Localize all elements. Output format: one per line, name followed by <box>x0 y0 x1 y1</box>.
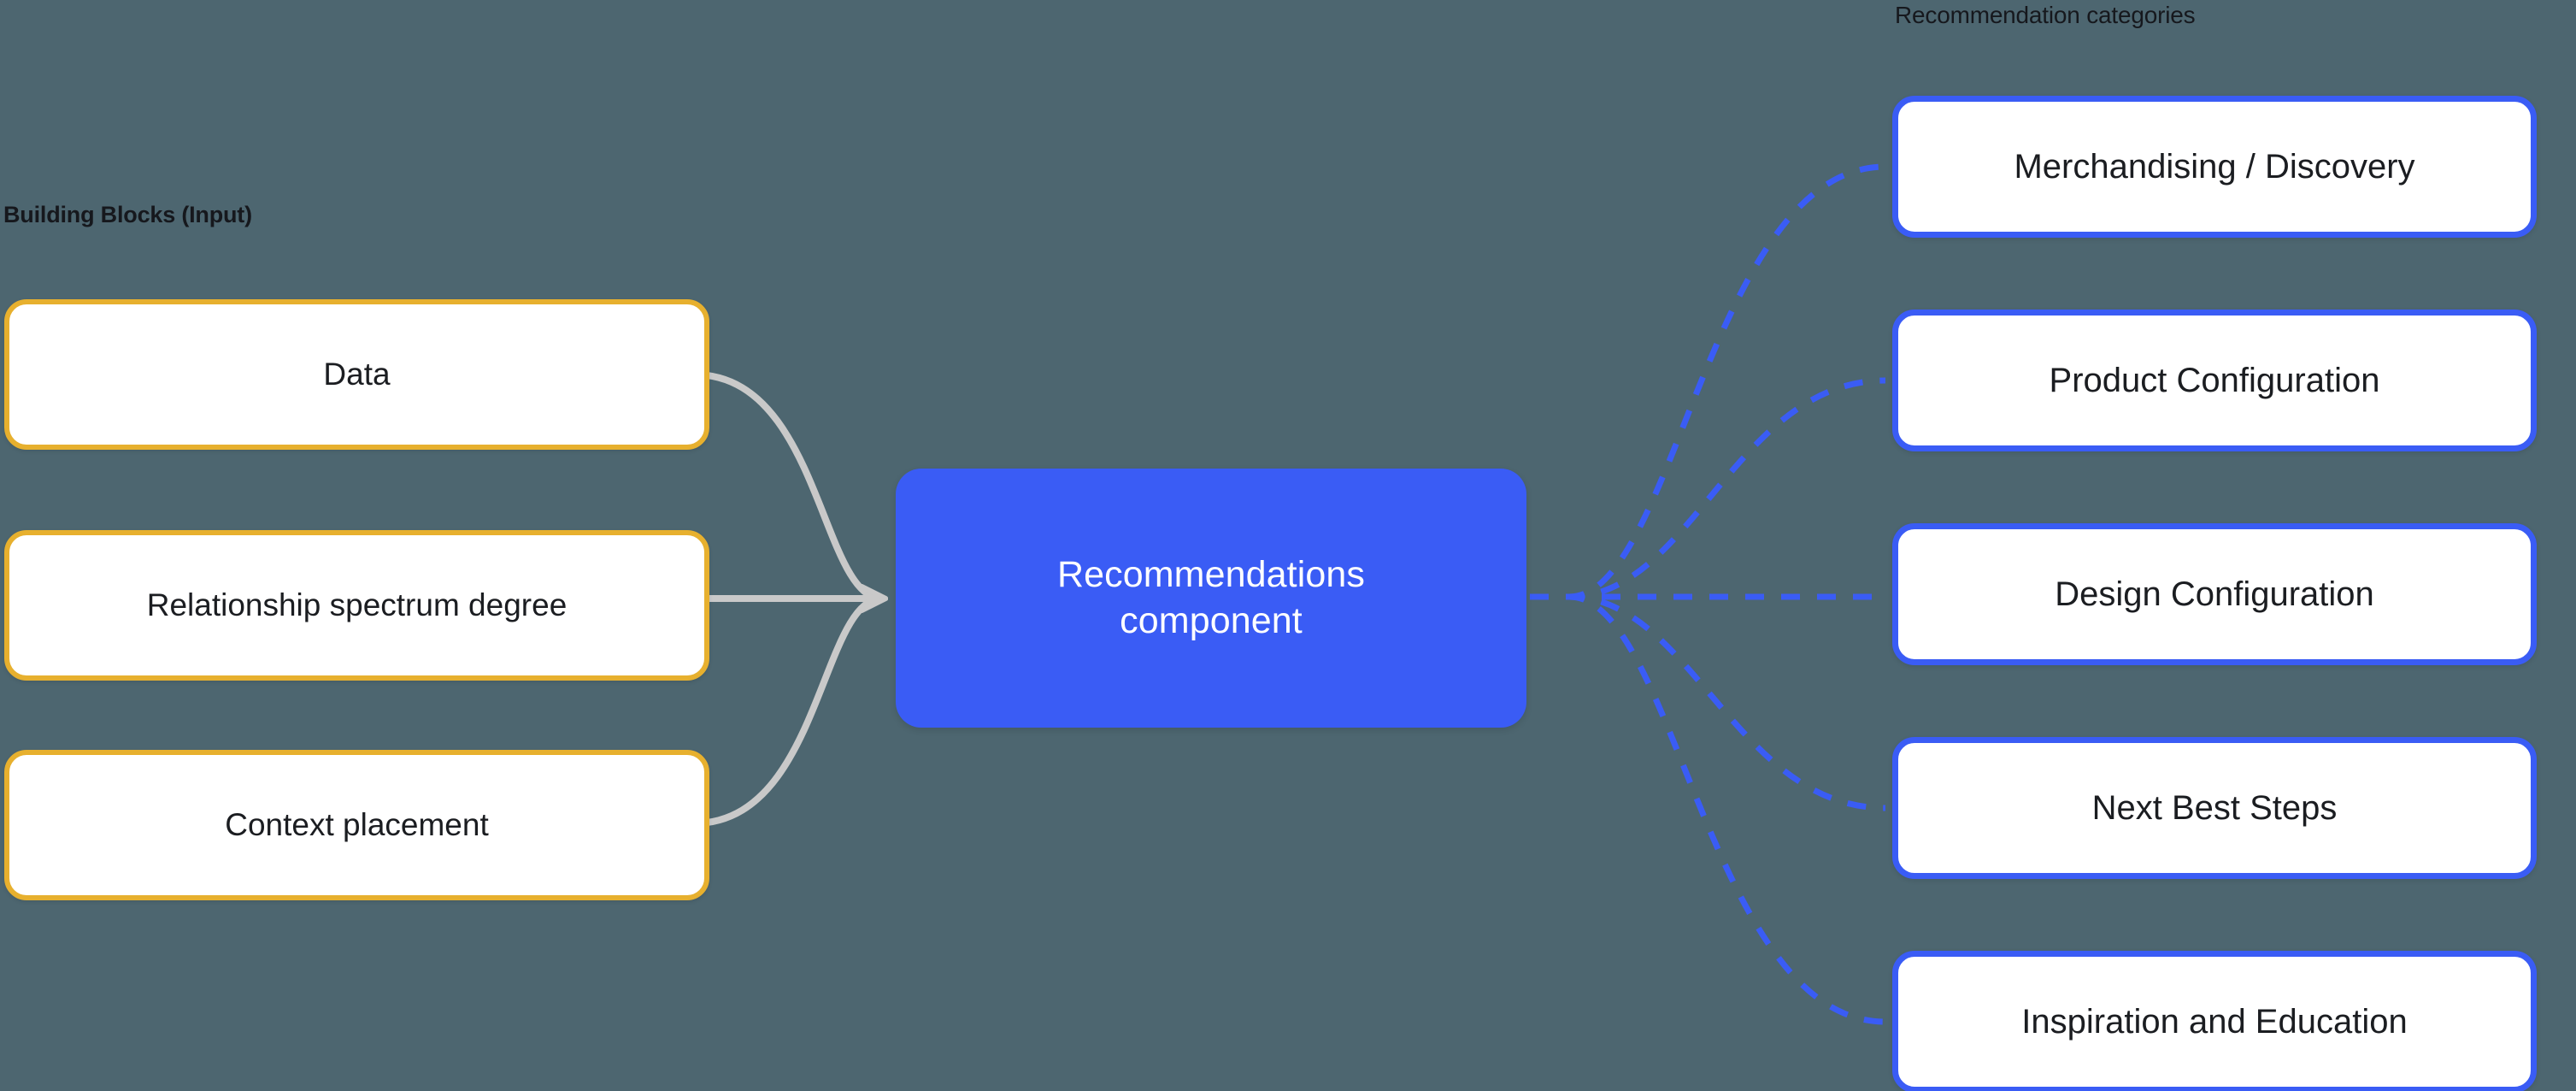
recommendations-component-label: Recommendations component <box>1042 552 1380 645</box>
output-node-merchandising-discovery[interactable]: Merchandising / Discovery <box>1892 96 2537 238</box>
output-node-next-best-steps-label: Next Best Steps <box>2091 789 2338 827</box>
edge-center-to-inspiration-education <box>1530 593 1886 1025</box>
recommendations-component-node[interactable]: Recommendations component <box>896 469 1526 728</box>
recommendation-categories-caption: Recommendation categories <box>1895 2 2196 28</box>
edge-center-to-product-configuration <box>1530 377 1886 600</box>
input-node-relationship-spectrum-degree-label: Relationship spectrum degree <box>146 587 568 622</box>
recommendations-component-label-line-1: Recommendations <box>1056 553 1365 595</box>
dashed-edges <box>1530 163 1886 1025</box>
edge-data-to-center <box>691 371 882 599</box>
input-node-relationship-spectrum-degree[interactable]: Relationship spectrum degree <box>4 530 709 681</box>
output-node-next-best-steps[interactable]: Next Best Steps <box>1892 737 2537 879</box>
input-node-data[interactable]: Data <box>4 299 709 450</box>
edge-center-to-next-best-steps <box>1530 593 1886 811</box>
edge-context-to-center <box>691 599 882 827</box>
output-node-inspiration-and-education-label: Inspiration and Education <box>2021 1003 2408 1041</box>
input-node-context-placement[interactable]: Context placement <box>4 750 709 900</box>
output-node-design-configuration-label: Design Configuration <box>2055 575 2374 613</box>
output-node-design-configuration[interactable]: Design Configuration <box>1892 523 2537 665</box>
output-node-product-configuration[interactable]: Product Configuration <box>1892 310 2537 451</box>
input-node-context-placement-label: Context placement <box>225 806 489 842</box>
building-blocks-caption: Building Blocks (Input) <box>3 202 252 227</box>
output-node-inspiration-and-education[interactable]: Inspiration and Education <box>1892 951 2537 1091</box>
input-node-data-label: Data <box>323 356 391 392</box>
edge-center-to-merchandising <box>1530 163 1886 600</box>
solid-edges <box>691 371 882 827</box>
recommendations-component-label-line-2: component <box>1120 599 1303 641</box>
output-node-product-configuration-label: Product Configuration <box>2049 362 2380 399</box>
output-node-merchandising-discovery-label: Merchandising / Discovery <box>2014 148 2415 186</box>
